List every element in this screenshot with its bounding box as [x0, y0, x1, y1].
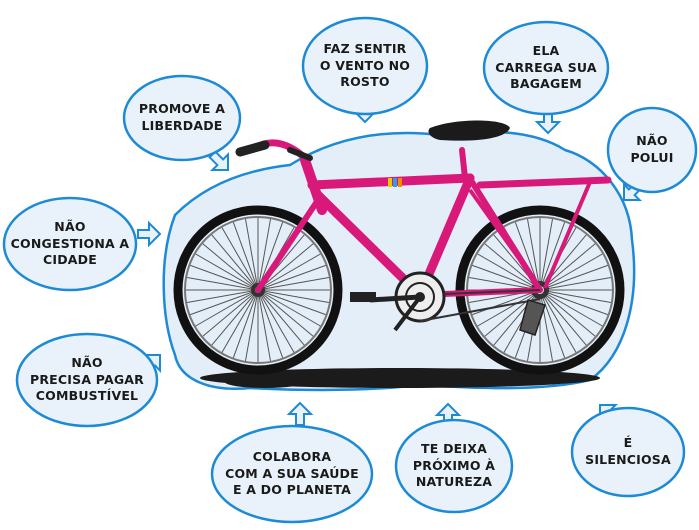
spoke: [257, 289, 321, 327]
crankset: [350, 271, 541, 332]
saddle: [428, 120, 510, 141]
spoke: [539, 264, 608, 291]
spoke: [211, 234, 259, 291]
spoke: [232, 222, 259, 291]
spoke: [187, 277, 259, 291]
speech-bubble-te-deixa: [394, 402, 514, 514]
spoke: [257, 253, 321, 291]
spoke: [195, 253, 259, 291]
spoke: [539, 289, 577, 353]
spoke: [539, 289, 553, 361]
spoke: [221, 227, 259, 291]
spoke: [190, 289, 259, 316]
speech-bubble-silenciosa: [570, 404, 686, 498]
spoke: [484, 243, 541, 291]
bubble-outline: [482, 20, 610, 116]
handlebar: [235, 139, 313, 162]
spoke: [257, 289, 271, 361]
spoke: [539, 219, 553, 291]
spoke: [484, 289, 541, 337]
bubble-outline: [394, 418, 514, 514]
right-arrow-icon: [137, 220, 162, 248]
frame-decal: [388, 178, 392, 187]
spoke: [539, 277, 611, 291]
spoke: [493, 289, 541, 346]
bubble-outline: [210, 424, 374, 524]
spoke: [477, 289, 541, 327]
spoke: [257, 289, 305, 346]
spoke: [539, 289, 566, 358]
bubble-outline: [2, 196, 138, 292]
spoke: [472, 289, 541, 316]
bubble-outline: [122, 74, 242, 162]
spoke: [527, 219, 541, 291]
spoke: [539, 289, 611, 303]
spoke: [539, 222, 566, 291]
bubble-outline: [301, 16, 429, 116]
spoke: [257, 289, 284, 358]
spoke: [477, 253, 541, 291]
spoke: [211, 289, 259, 346]
bubbles-layer: [2, 16, 698, 524]
spoke: [245, 219, 259, 291]
spoke: [202, 289, 259, 337]
spoke: [539, 289, 608, 316]
spoke: [257, 289, 314, 337]
spoke: [539, 289, 596, 337]
spoke: [195, 289, 259, 327]
spoke: [539, 253, 603, 291]
spoke: [539, 289, 603, 327]
spoke: [472, 264, 541, 291]
front-wheel: [173, 205, 343, 375]
spoke: [257, 243, 314, 291]
speech-bubble-nao-precisa: [15, 332, 161, 428]
spoke: [257, 289, 295, 353]
spoke: [257, 289, 329, 303]
spoke: [202, 243, 259, 291]
speech-bubble-ela-carrega: [482, 20, 610, 135]
spoke: [190, 264, 259, 291]
up-arrow-icon: [286, 401, 314, 426]
bubble-outline: [15, 332, 159, 428]
spoke: [257, 219, 271, 291]
spoke: [232, 289, 259, 358]
spoke: [257, 264, 326, 291]
speech-bubble-nao-congestiona: [2, 196, 162, 292]
bubble-outline: [570, 406, 686, 498]
spoke: [539, 289, 587, 346]
spoke: [245, 289, 259, 361]
speech-bubble-faz-sentir: [301, 16, 429, 124]
spoke: [221, 289, 259, 353]
speech-bubble-promove: [122, 74, 242, 171]
ground-shadow-2: [225, 376, 305, 388]
speech-bubble-nao-polui: [606, 106, 698, 201]
speech-bubble-colabora: [210, 401, 374, 524]
rear-derailleur: [519, 299, 546, 336]
bubble-outline: [606, 106, 698, 194]
spoke: [257, 277, 329, 291]
spoke: [257, 289, 326, 316]
bicycle-halo: [162, 130, 636, 392]
spoke: [187, 289, 259, 303]
